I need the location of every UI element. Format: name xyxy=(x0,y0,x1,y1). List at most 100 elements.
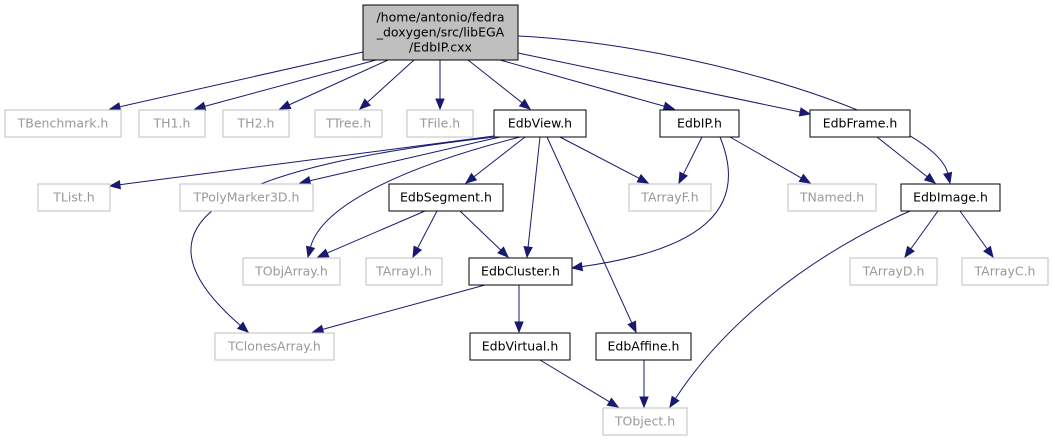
node-label: EdbAffine.h xyxy=(608,339,680,354)
node-box xyxy=(787,183,877,212)
arrowhead xyxy=(636,173,650,184)
nodes-layer: /home/antonio/fedra_doxygen/src/libEGA/E… xyxy=(4,4,1049,436)
edge-edbframe-h-to-edbimage-h xyxy=(876,136,937,184)
node-th2-h: TH2.h xyxy=(222,109,290,138)
node-label: TList.h xyxy=(52,190,94,205)
edge-line xyxy=(204,59,377,107)
arrowhead xyxy=(518,98,532,110)
edge-edbview-h-to-edbaffine-h xyxy=(546,136,637,334)
node-box xyxy=(849,257,938,286)
arrowhead xyxy=(523,246,533,259)
arrowhead xyxy=(669,395,680,409)
edge-edbimage-h-to-tarrayd-h xyxy=(904,210,939,259)
node-tarrayc-h: TArrayC.h xyxy=(961,257,1049,286)
edge-line xyxy=(959,210,988,250)
arrowhead xyxy=(412,245,423,259)
edge-edbview-h-to-tobjarray-h xyxy=(306,136,521,259)
node-tobjarray-h: TObjArray.h xyxy=(242,257,341,286)
edge-edbip-cxx-to-edbview-h xyxy=(467,59,532,110)
node-edbvirtual-h[interactable]: EdbVirtual.h xyxy=(469,332,571,361)
node-tfile-h: TFile.h xyxy=(406,109,474,138)
edge-line xyxy=(499,59,665,107)
edge-edbimage-h-to-tobject-h xyxy=(669,210,911,409)
node-label: TClonesArray.h xyxy=(227,339,321,354)
node-label: EdbFrame.h xyxy=(823,116,898,131)
edge-edbip-cxx-to-edbframe-h xyxy=(517,52,812,117)
edge-edbview-h-to-tarrayf-h xyxy=(559,136,650,184)
node-edbframe-h[interactable]: EdbFrame.h xyxy=(809,109,911,138)
arrowhead xyxy=(606,397,620,408)
edge-edbsegment-h-to-tarrayi-h xyxy=(412,210,438,259)
node-label: TH2.h xyxy=(237,116,275,131)
node-edbaffine-h[interactable]: EdbAffine.h xyxy=(595,332,692,361)
edge-line xyxy=(876,136,928,178)
edge-line xyxy=(326,210,426,254)
node-label: TFile.h xyxy=(419,116,460,131)
node-label: /EdbIP.cxx xyxy=(409,40,472,55)
edge-line xyxy=(729,136,802,179)
node-label: TArrayC.h xyxy=(974,264,1036,279)
node-box xyxy=(314,109,383,138)
edge-line xyxy=(910,210,939,250)
edge-line xyxy=(473,136,526,178)
edge-line xyxy=(417,210,438,249)
edge-line xyxy=(459,210,502,251)
edge-edbip-h-to-edbcluster-h xyxy=(570,136,729,272)
arrowhead xyxy=(316,248,330,258)
arrowhead xyxy=(108,179,122,190)
edge-line xyxy=(581,136,729,268)
node-box xyxy=(595,332,692,361)
node-label: TBenchmark.h xyxy=(17,116,109,131)
edge-edbip-cxx-to-edbimage-h xyxy=(517,35,953,185)
node-box xyxy=(138,109,206,138)
arrowhead xyxy=(798,107,812,117)
node-label: TObject.h xyxy=(614,414,675,429)
arrowhead xyxy=(570,261,584,272)
node-edbip-h[interactable]: EdbIP.h xyxy=(659,109,740,138)
node-edbimage-h[interactable]: EdbImage.h xyxy=(900,183,1001,212)
arrowhead xyxy=(236,321,250,333)
edge-line xyxy=(675,210,911,399)
arrowhead xyxy=(435,98,445,111)
arrowhead xyxy=(306,245,316,259)
arrowhead xyxy=(298,176,312,186)
node-tclonesarray-h: TClonesArray.h xyxy=(214,332,335,361)
edge-edbcluster-h-to-edbvirtual-h xyxy=(514,285,524,334)
edge-edbcluster-h-to-tclonesarray-h xyxy=(311,284,486,334)
node-box xyxy=(469,332,571,361)
node-box xyxy=(809,109,911,138)
edge-edbview-h-to-edbcluster-h xyxy=(523,136,541,259)
edge-edbvirtual-h-to-tobject-h xyxy=(539,359,620,408)
node-edbsegment-h[interactable]: EdbSegment.h xyxy=(388,183,504,212)
edge-edbip-cxx-to-th2-h xyxy=(278,59,389,110)
node-box xyxy=(900,183,1001,212)
node-tobject-h: TObject.h xyxy=(602,407,688,436)
node-box xyxy=(37,183,111,212)
node-label: TArrayD.h xyxy=(862,264,925,279)
node-label: EdbVirtual.h xyxy=(482,339,559,354)
node-ttree-h: TTree.h xyxy=(314,109,383,138)
node-edbcluster-h[interactable]: EdbCluster.h xyxy=(468,257,573,286)
edge-edbsegment-h-to-tobjarray-h xyxy=(316,210,426,258)
node-label: TPolyMarker3D.h xyxy=(193,190,300,205)
node-label: EdbIP.h xyxy=(677,116,722,131)
edge-line xyxy=(322,284,486,330)
edge-line xyxy=(517,52,801,113)
node-box xyxy=(628,183,712,212)
edge-line xyxy=(546,136,633,324)
arrowhead xyxy=(662,101,676,111)
node-label: TObjArray.h xyxy=(254,264,328,279)
edge-line xyxy=(309,136,501,182)
node-label: EdbCluster.h xyxy=(481,264,560,279)
node-tpolymarker3d-h: TPolyMarker3D.h xyxy=(179,183,314,212)
node-box xyxy=(4,109,122,138)
node-label: TNamed.h xyxy=(799,190,864,205)
edge-line xyxy=(190,136,496,326)
arrowhead xyxy=(798,173,812,184)
edge-line xyxy=(559,136,640,179)
node-edbip-cxx[interactable]: /home/antonio/fedra_doxygen/src/libEGA/E… xyxy=(362,4,519,61)
edge-edbip-cxx-to-tfile-h xyxy=(435,60,445,111)
node-tnamed-h: TNamed.h xyxy=(787,183,877,212)
node-box xyxy=(222,109,290,138)
node-edbview-h[interactable]: EdbView.h xyxy=(493,109,587,138)
